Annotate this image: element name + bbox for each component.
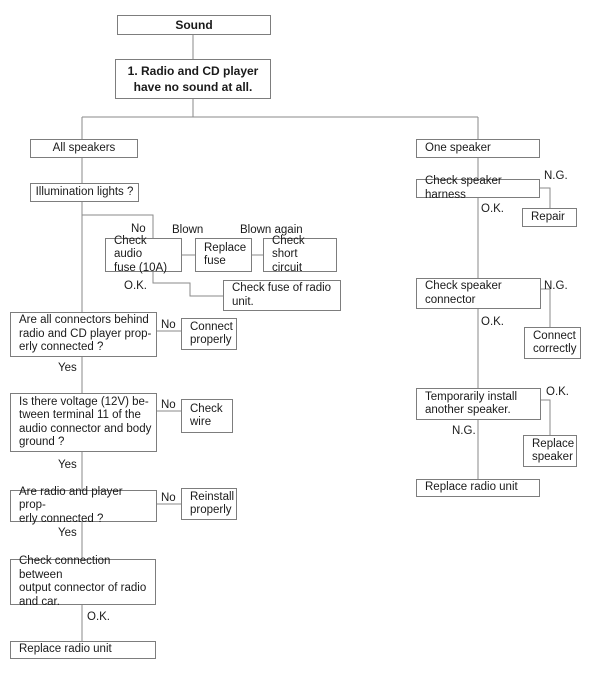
node-connectors-behind: Are all connectors behind radio and CD p… [10,312,157,357]
node-check-speaker-harness: Check speaker harness [416,175,540,201]
edge-label-voltage-yes: Yes [58,459,77,471]
node-replace-speaker: Replace speaker [523,435,577,467]
node-voltage-question: Is there voltage (12V) be- tween termina… [10,393,157,452]
node-check-fuse-radio-unit: Check fuse of radio unit. [223,280,341,311]
node-check-short-circuit: Check short circuit [263,235,337,274]
node-check-wire: Check wire [181,399,233,433]
edge-label-radio-player-yes: Yes [58,527,77,539]
node-replace-radio-unit-left: Replace radio unit [10,641,156,659]
node-reinstall-properly: Reinstall properly [181,488,237,520]
node-all-speakers: All speakers [30,139,138,158]
edge-label-connectors-no: No [161,319,176,331]
edge-label-harness-ng: N.G. [544,170,568,182]
node-one-speaker: One speaker [416,139,540,158]
edge-label-radio-player-no: No [161,492,176,504]
edge-label-connector-ok: O.K. [481,316,505,328]
node-illumination-lights: Illumination lights ? [30,183,139,202]
node-temporarily-install: Temporarily install another speaker. [416,388,541,420]
node-connect-correctly: Connect correctly [524,327,581,359]
edge-label-connectors-yes: Yes [58,362,77,374]
node-problem: 1. Radio and CD player have no sound at … [115,59,271,99]
edge-label-harness-ok: O.K. [481,203,505,215]
node-replace-fuse: Replace fuse [195,238,252,272]
edge-label-illumination-no: No [131,223,146,235]
node-check-speaker-connector: Check speaker connector [416,278,541,309]
node-replace-radio-unit-right: Replace radio unit [416,479,540,497]
edge-label-fuse-ok: O.K. [124,280,148,292]
edge-label-connection-ok: O.K. [87,611,111,623]
node-check-audio-fuse: Check audio fuse (10A) [105,235,182,274]
edge-label-fuse-blown-again: Blown again [240,224,303,236]
edge-label-temp-install-ok: O.K. [546,386,570,398]
node-repair: Repair [522,208,577,227]
node-radio-player-connected: Are radio and player prop- erly connecte… [10,486,157,525]
edge-label-temp-install-ng: N.G. [452,425,476,437]
edge-label-fuse-blown: Blown [172,224,204,236]
node-check-connection-output: Check connection between output connecto… [10,555,156,608]
edge-label-connector-ng: N.G. [544,280,568,292]
node-sound: Sound [117,15,271,35]
node-connect-properly: Connect properly [181,318,237,350]
edge-label-voltage-no: No [161,399,176,411]
